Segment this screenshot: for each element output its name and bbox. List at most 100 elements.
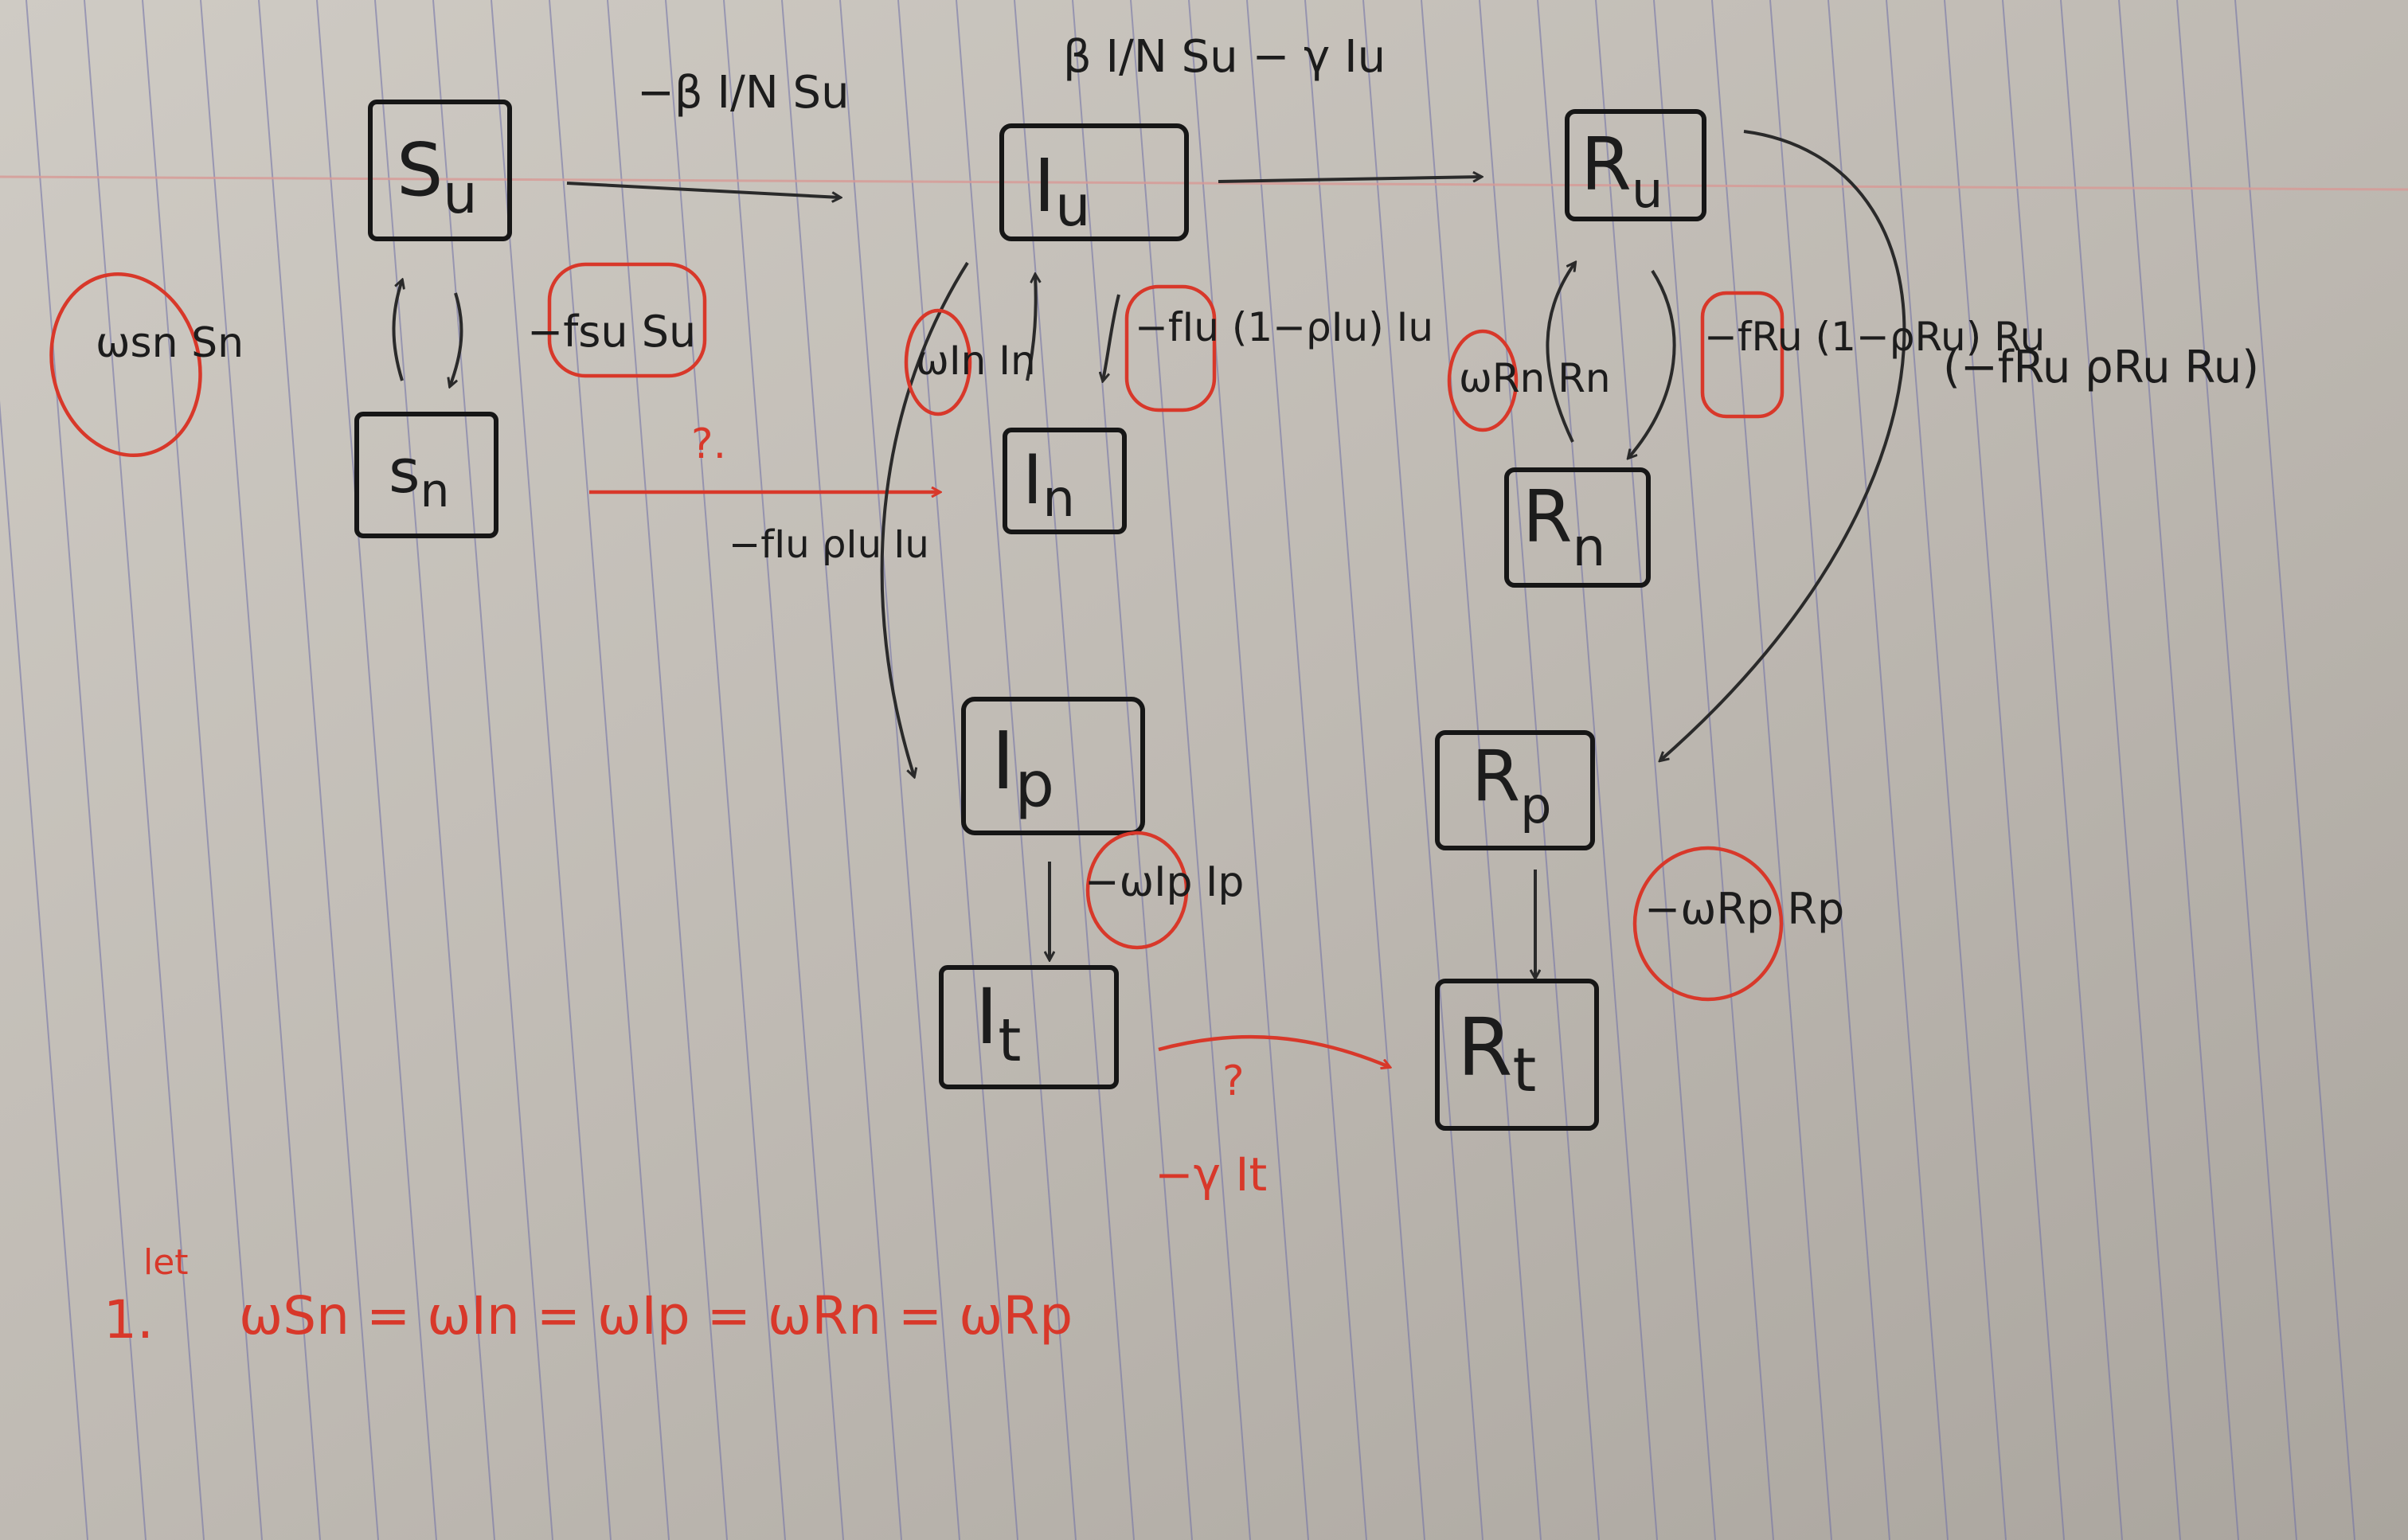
ruled-line: [1595, 0, 1716, 1540]
ruled-line: [1537, 0, 1658, 1540]
ruled-line: [781, 0, 902, 1540]
ruled-line: [839, 0, 960, 1540]
note: 1. let ωSn = ωIn = ωIp = ωRn = ωRp: [104, 1242, 1073, 1350]
rate-ru-to-rn: −fRu (1−ρRu) Ru: [1704, 314, 2045, 360]
box-in: In: [1003, 428, 1127, 534]
rate-su-to-sn: −fsu Su: [527, 307, 696, 357]
rate-sn-to-su: ωsn Sn: [96, 319, 244, 367]
arrow-in-to-iu: [1026, 275, 1036, 381]
box-it-label: It: [975, 972, 1021, 1075]
ruled-line: [607, 0, 728, 1540]
rate-ip-to-it: −ωIp Ip: [1085, 858, 1244, 906]
circle-f-su: [547, 262, 707, 378]
ruled-lines: [0, 0, 2355, 1540]
ruled-line: [956, 0, 1077, 1540]
compartment-boxes: Su sn Iu In Ip It Ru Rn: [354, 100, 1706, 1131]
box-iu: Iu: [999, 123, 1189, 241]
box-rt-label: Rt: [1457, 1001, 1536, 1105]
arrow-rn-to-ru: [1546, 263, 1575, 443]
box-rn: Rn: [1504, 467, 1651, 588]
ruled-line: [142, 0, 263, 1540]
box-ip: Ip: [961, 697, 1145, 835]
rate-rn-to-ru: ωRn Rn: [1459, 355, 1611, 401]
box-rp: Rp: [1435, 730, 1595, 850]
ruled-line: [25, 0, 147, 1540]
rate-iu-to-ru: β I/N Su − γ Iu: [1063, 31, 1386, 83]
ruled-line: [2176, 0, 2297, 1540]
ruled-line: [1188, 0, 1309, 1540]
ruled-line: [258, 0, 379, 1540]
ruled-line: [432, 0, 553, 1540]
arrow-iu-to-in: [1103, 294, 1120, 381]
circle-omega-in: [904, 308, 972, 416]
ruled-line: [1828, 0, 1949, 1540]
circle-omega-ip: [1085, 831, 1189, 950]
ruled-line: [549, 0, 670, 1540]
arrow-ru-to-rn: [1628, 269, 1676, 458]
rate-in-to-iu: ωIn In: [916, 338, 1036, 384]
ruled-line: [1304, 0, 1425, 1540]
ruled-line: [491, 0, 612, 1540]
ruled-line: [1711, 0, 1832, 1540]
rate-it-to-rt-question: ?: [1222, 1057, 1245, 1105]
note-number: 1.: [104, 1289, 154, 1350]
box-iu-label: Iu: [1034, 143, 1091, 239]
rate-iu-to-in: −fIu (1−ρIu) Iu: [1135, 304, 1433, 350]
circle-omega-rn: [1447, 329, 1519, 432]
circle-f-iu: [1124, 284, 1217, 412]
ruled-line: [2118, 0, 2239, 1540]
ruled-line: [2234, 0, 2355, 1540]
box-in-label: In: [1022, 440, 1075, 529]
arrow-su-to-iu: [566, 182, 840, 197]
ruled-line: [1944, 0, 2065, 1540]
arrow-iu-to-ip: [880, 261, 969, 776]
ruled-line: [1653, 0, 1774, 1540]
ruled-line: [1421, 0, 1542, 1540]
ruled-line: [1769, 0, 1890, 1540]
red-highlight-circles: [49, 262, 1784, 1002]
rate-rp-to-rt: −ωRp Rp: [1644, 884, 1844, 934]
rate-su-to-iu: −β I/N Su: [637, 67, 850, 119]
box-su: Su: [368, 100, 512, 241]
ruled-line: [0, 400, 88, 1540]
ruled-line: [316, 0, 437, 1540]
ruled-line: [1014, 0, 1135, 1540]
ruled-line: [84, 0, 205, 1540]
box-sn: sn: [354, 412, 498, 538]
ruled-line: [1246, 0, 1367, 1540]
arrow-sn-to-su: [392, 280, 402, 381]
circle-omega-sn: [49, 272, 202, 458]
flow-arrows: [392, 130, 1906, 1067]
rate-iu-to-ip: −fIu ρIu Iu: [729, 522, 929, 567]
box-ip-label: Ip: [991, 714, 1054, 821]
box-rt: Rt: [1435, 979, 1599, 1131]
rate-it-to-rt: −γ It: [1155, 1147, 1267, 1202]
ruled-line: [723, 0, 844, 1540]
arrow-ru-to-rp: [1660, 130, 1906, 760]
ruled-line: [1479, 0, 1600, 1540]
ruled-line: [897, 0, 1018, 1540]
ruled-line: [1130, 0, 1251, 1540]
ruled-line: [200, 0, 321, 1540]
box-rp-label: Rp: [1472, 735, 1552, 834]
note-let: let: [143, 1242, 189, 1283]
ruled-line: [374, 0, 495, 1540]
ruled-line: [1886, 0, 2007, 1540]
box-ru: Ru: [1565, 109, 1706, 221]
arrow-su-to-sn: [450, 292, 463, 386]
rate-ru-to-rp: (−fRu ρRu Ru): [1943, 342, 2259, 393]
box-su-label: Su: [397, 127, 478, 226]
box-it: It: [939, 965, 1119, 1089]
circle-omega-rp: [1632, 846, 1784, 1002]
ruled-line: [1072, 0, 1193, 1540]
ruled-line: [2002, 0, 2123, 1540]
ruled-line: [2060, 0, 2181, 1540]
note-equation: ωSn = ωIn = ωIp = ωRn = ωRp: [239, 1285, 1073, 1347]
box-rn-label: Rn: [1523, 475, 1605, 578]
box-sn-label: sn: [389, 436, 449, 518]
margin-line: [0, 175, 2408, 191]
circle-f-ru: [1700, 291, 1784, 419]
ruled-line: [665, 0, 786, 1540]
